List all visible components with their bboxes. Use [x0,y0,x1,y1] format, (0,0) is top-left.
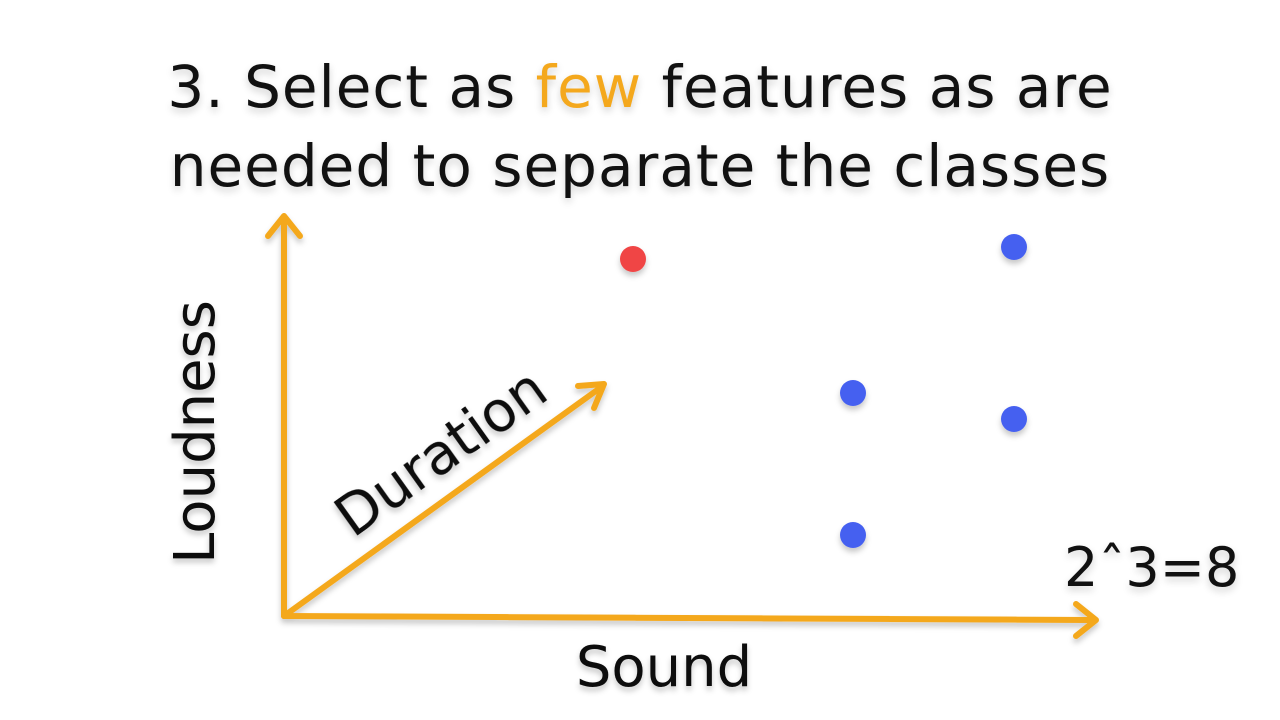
combinations-formula: 2ˆ3=8 [1064,536,1240,599]
data-point-blue [1001,406,1027,432]
y-axis-label: Loudness [163,300,228,564]
data-point-blue [840,380,866,406]
z-axis-arrowhead [575,381,607,411]
data-point-blue [840,522,866,548]
z-axis [281,385,603,619]
z-axis-label: Duration [323,356,559,550]
title-suffix: features as are [642,53,1113,121]
x-axis [281,613,1093,623]
data-point-red [620,246,646,272]
data-point-blue [1001,234,1027,260]
x-axis-arrowhead [1073,601,1099,639]
x-axis-label: Sound [576,635,752,700]
title-prefix: 3. Select as [167,53,536,121]
y-axis-arrowhead [265,213,303,239]
title-line-1: 3. Select as few features as are [0,47,1280,127]
title-highlight-word: few [535,53,643,121]
title-line-2: needed to separate the classes [169,132,1111,200]
